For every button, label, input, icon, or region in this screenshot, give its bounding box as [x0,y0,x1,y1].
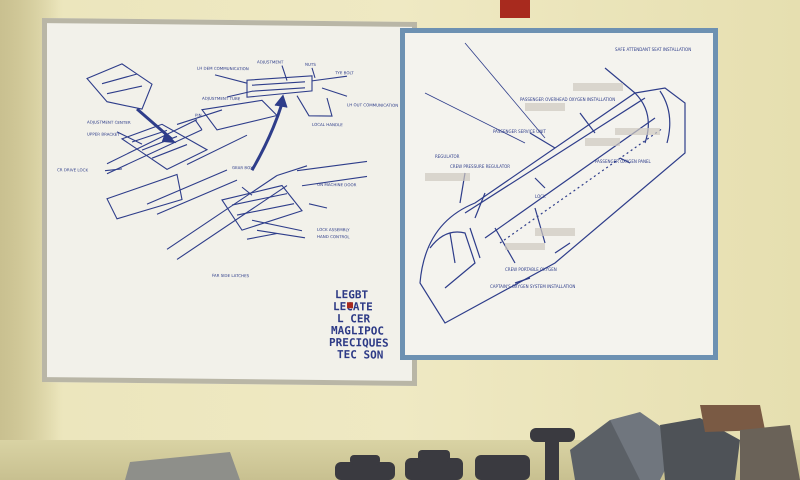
left-label: LOCK ASSEMBLY [317,227,350,232]
red-tag [500,0,530,18]
right-label: REGULATOR [435,154,460,159]
signature-line: TEC SON [337,348,383,361]
left-label: NUTS [305,62,316,67]
vise-clamps [335,428,575,480]
signature-line: LEGBT [335,288,368,301]
red-mark [347,302,353,309]
left-label: LH DEM COMMUNICATION [197,66,249,72]
left-label: HAND CONTROL [317,234,350,239]
left-label: TYE BOLT [334,70,354,75]
gray-box [125,452,240,480]
metal-parts [570,405,800,480]
right-whiteboard: SAFE ATTENDANT SEAT INSTALLATION PASSENG… [400,28,718,360]
right-board-drawing: SAFE ATTENDANT SEAT INSTALLATION PASSENG… [419,42,691,324]
right-label: PASSENGER OVERHEAD OXYGEN INSTALLATION [520,97,615,102]
left-board-labels: LH DEM COMMUNICATION ADJUSTMENT NUTS TYE… [57,59,398,278]
right-label: PASSENGER OXYGEN PANEL [595,159,652,164]
left-whiteboard: LH DEM COMMUNICATION ADJUSTMENT NUTS TYE… [42,18,417,386]
right-board-labels: SAFE ATTENDANT SEAT INSTALLATION PASSENG… [435,47,691,289]
left-label: CR DRIVE LOCK [57,167,88,172]
signature-line: MAGLIPOC [331,324,384,338]
left-label: ADJUSTMENT [257,59,284,64]
label-patches [425,83,660,250]
signature-line: PRECIQUES [329,336,389,350]
left-label: UPPER BRACKET [87,132,120,137]
right-label: PASSENGER SERVICE UNIT [493,129,546,134]
right-label: LOCK [535,194,546,199]
signature-line: L CER [337,312,370,325]
right-label: SAFE ATTENDANT SEAT INSTALLATION [615,47,691,52]
left-label: LOCAL HANDLE [312,122,343,127]
left-label: PIN [195,113,202,118]
signature-block: LEGBT LECATE L CER MAGLIPOC PRECIQUES TE… [329,288,389,362]
left-label: ON MACHINE DOOR [317,182,357,187]
left-label: ADJUSTMENT CENTER [87,120,131,125]
left-label: FAR SIDE LATCHES [212,273,250,278]
left-label: GEAR BOX [232,165,253,170]
right-label: CREW PRESSURE REGULATOR [450,164,510,169]
right-label: CAPTAIN'S OXYGEN SYSTEM INSTALLATION [490,284,575,289]
left-label: ADJUSTMENT TUBE [202,96,241,101]
left-board-drawing: LH DEM COMMUNICATION ADJUSTMENT NUTS TYE… [57,59,398,362]
right-label: CREW PORTABLE OXYGEN [505,267,557,272]
left-label: LH OUT COMMUNICATION [347,102,398,108]
